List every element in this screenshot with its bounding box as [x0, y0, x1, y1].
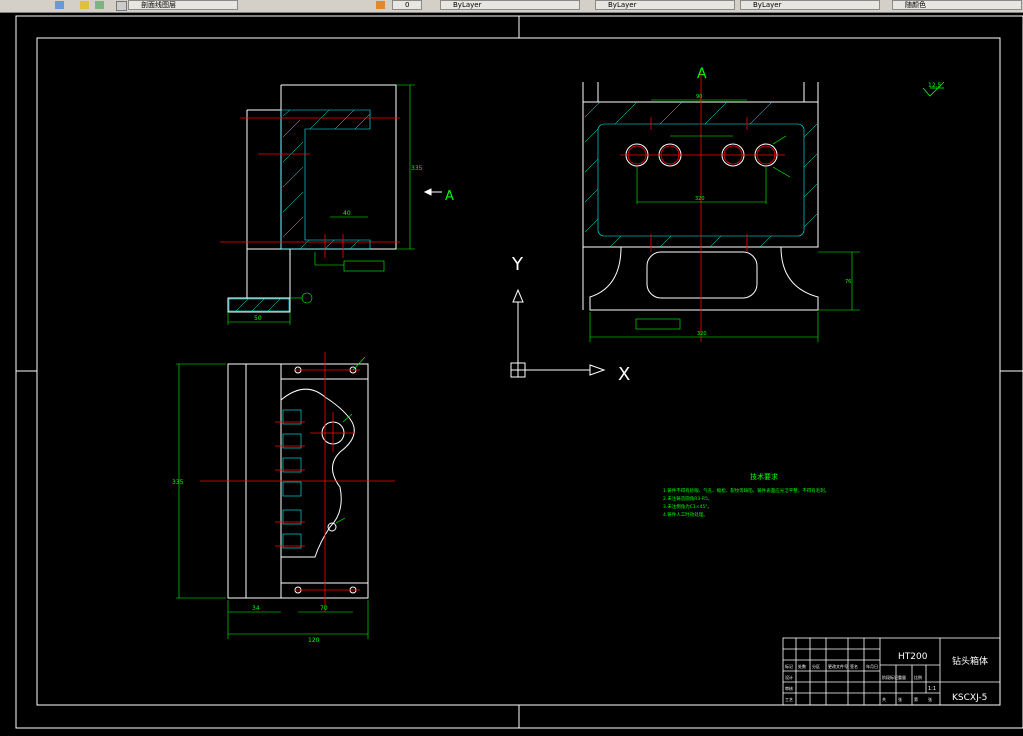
view-arrow-label: A [445, 189, 454, 204]
properties-toolbar: 剖面线图层 0 ByLayer ByLayer ByLayer 随颜色 [0, 0, 1023, 13]
title-block: HT200 钻头箱体 KSCXJ-5 1:1 标记 处数 分区 更改文件号 签名… [782, 637, 1001, 706]
tech-note-4: 4.铸件人工时效处理。 [663, 511, 708, 518]
tech-note-1: 1.铸件不得有砂眼、气孔、缩松、裂纹等缺陷，铸件表面应光洁平整，不得有毛刺。 [663, 487, 829, 494]
scale-text: 1:1 [928, 686, 936, 692]
header-file: 更改文件号 [828, 663, 848, 669]
front-hole-dim: 320 [695, 196, 705, 202]
header-date: 年月日 [866, 663, 878, 669]
side-height-dim: 335 [411, 165, 423, 172]
header-zone: 分区 [812, 663, 820, 669]
header-mark: 标记 [785, 663, 793, 669]
ucs-icon [510, 288, 606, 378]
part-name-text: 钻头箱体 [952, 655, 988, 667]
technical-requirements: 技术要求 1.铸件不得有砂眼、气孔、缩松、裂纹等缺陷，铸件表面应光洁平整，不得有… [663, 472, 829, 518]
ucs-y-label: Y [511, 254, 524, 275]
sheet-frame [15, 15, 1023, 729]
sheet-unit-2: 张 [928, 696, 932, 702]
header-sign: 签名 [850, 663, 858, 669]
stage-weight: 重量 [898, 674, 906, 680]
side-view: 335 50 40 A [220, 84, 454, 325]
front-section-view: A [582, 66, 945, 342]
front-width-dim: 320 [697, 331, 707, 337]
roughness-symbol: 12.5 [928, 82, 942, 89]
tech-note-2: 2.未注铸造圆角R3-R5。 [663, 495, 712, 502]
row-process: 工艺 [785, 697, 793, 702]
top-length-dim: 120 [308, 637, 320, 644]
lock-icon[interactable] [116, 1, 127, 11]
color-dropdown[interactable]: ByLayer [440, 0, 580, 10]
layer-icon[interactable] [55, 1, 64, 9]
drawing-canvas[interactable]: 335 50 40 A A [0, 12, 1023, 736]
front-height-dim: 76 [845, 279, 851, 285]
sun-icon[interactable] [95, 1, 104, 9]
top-height-dim: 335 [172, 479, 184, 486]
sheet-unit-1: 张 [898, 696, 902, 702]
drawing-number-text: KSCXJ-5 [952, 693, 987, 703]
layer-field[interactable]: 0 [392, 0, 422, 10]
linetype-dropdown[interactable]: ByLayer [595, 0, 735, 10]
side-inner-dim: 40 [343, 210, 351, 217]
tech-note-3: 3.未注倒角为C1×45°。 [663, 503, 712, 510]
stage-mark: 阶段标记 [882, 674, 898, 680]
ucs-x-label: X [618, 364, 630, 385]
layer-state-icon[interactable] [376, 1, 385, 9]
tech-title: 技术要求 [750, 472, 778, 481]
layer-dropdown[interactable]: 剖面线图层 [128, 0, 238, 10]
side-width-dim: 50 [254, 315, 262, 322]
material-text: HT200 [898, 652, 928, 662]
front-top-dim: 90 [696, 94, 702, 100]
top-offset-dim: 34 [252, 605, 260, 612]
plotstyle-dropdown[interactable]: 随颜色 [892, 0, 1022, 10]
row-design: 设计 [785, 674, 793, 680]
sheet-index: 第 [914, 696, 918, 702]
header-count: 处数 [798, 663, 806, 669]
section-label: A [697, 66, 707, 82]
bulb-icon[interactable] [80, 1, 89, 9]
stage-scale: 比例 [914, 674, 922, 680]
lineweight-dropdown[interactable]: ByLayer [740, 0, 880, 10]
sheet-total: 共 [882, 696, 886, 702]
top-pitch-dim: 70 [320, 605, 328, 612]
top-view: 335 120 70 34 [172, 352, 395, 644]
row-review: 审核 [785, 685, 793, 691]
